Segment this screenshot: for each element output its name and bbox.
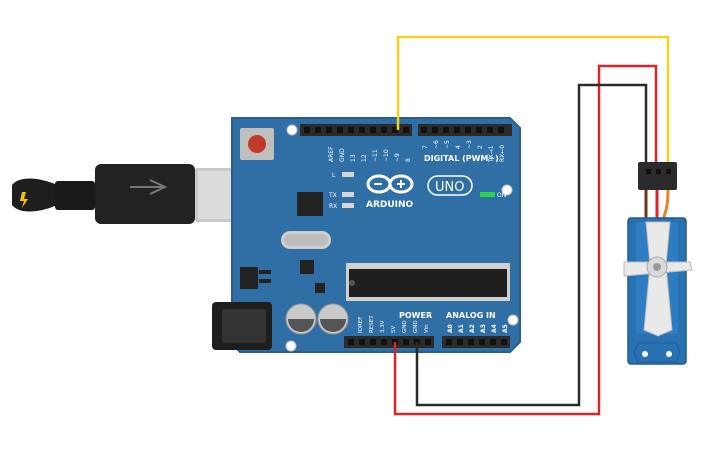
pin-label: 7 bbox=[422, 145, 429, 149]
pin-label: 12 bbox=[361, 154, 368, 162]
led-tx bbox=[342, 192, 354, 197]
pin-label: ~5 bbox=[444, 140, 451, 149]
reset-button[interactable] bbox=[240, 128, 274, 160]
mounting-hole bbox=[501, 184, 513, 196]
ground-wire[interactable] bbox=[415, 83, 648, 407]
mounting-hole bbox=[285, 340, 297, 352]
small-chip bbox=[300, 260, 314, 274]
servo-connector bbox=[638, 162, 677, 190]
power-wire[interactable] bbox=[393, 64, 658, 416]
usb-icon bbox=[130, 179, 168, 195]
pin-label: ~11 bbox=[372, 149, 379, 162]
servo-horn[interactable] bbox=[623, 221, 693, 337]
servo-motor[interactable] bbox=[623, 162, 693, 365]
power-header-label: POWER bbox=[399, 311, 432, 320]
pin-label: 5V bbox=[391, 326, 397, 333]
mounting-hole bbox=[507, 314, 519, 326]
pin-label: GND bbox=[339, 148, 346, 162]
mounting-hole bbox=[286, 124, 298, 136]
model-label: UNO bbox=[435, 180, 464, 195]
analog-pin-header[interactable] bbox=[442, 336, 510, 348]
pin-label: A5 bbox=[502, 324, 509, 333]
brand-label: ARDUINO bbox=[366, 200, 414, 210]
analog-pin-labels: A0 A1 A2 A3 A4 A5 bbox=[447, 324, 509, 333]
pin-label: AREF bbox=[328, 146, 335, 162]
usb-cable[interactable] bbox=[12, 164, 247, 224]
pin-label: ~10 bbox=[383, 149, 390, 162]
model-badge bbox=[427, 175, 473, 196]
pin-label: TX→1 bbox=[488, 145, 495, 163]
pin-label: A4 bbox=[491, 324, 498, 333]
arduino-board[interactable]: AREF GND 13 12 ~11 ~10 ~9 8 7 ~6 ~5 4 ~3… bbox=[212, 117, 521, 353]
pin-label: A3 bbox=[480, 324, 487, 333]
arduino-logo bbox=[366, 174, 414, 194]
digital-pin-header[interactable] bbox=[300, 124, 512, 136]
dc-power-jack[interactable] bbox=[212, 302, 272, 350]
signal-wire[interactable] bbox=[396, 35, 670, 175]
crystal bbox=[281, 231, 331, 249]
pin-label: 4 bbox=[455, 145, 462, 149]
analog-header-label: ANALOG IN bbox=[446, 311, 496, 320]
pin-label: GND bbox=[413, 320, 419, 333]
pin-label: A1 bbox=[458, 324, 465, 333]
pin-label: 2 bbox=[477, 145, 484, 149]
led-rx bbox=[342, 203, 354, 208]
pin-label: ~6 bbox=[433, 140, 440, 149]
capacitor bbox=[317, 303, 349, 335]
status-leds: L TX RX bbox=[328, 172, 354, 210]
pin-label: A2 bbox=[469, 324, 476, 333]
pin-label: RESET bbox=[369, 315, 375, 333]
led-label: RX bbox=[329, 203, 337, 210]
small-chip bbox=[315, 283, 325, 293]
pin-label: 13 bbox=[350, 154, 357, 162]
pin-label: 8 bbox=[405, 158, 412, 162]
pin-label: IOREF bbox=[358, 317, 364, 333]
led-label: L bbox=[332, 172, 336, 179]
power-led: ON bbox=[480, 192, 506, 199]
digital-header-label: DIGITAL (PWM~) bbox=[424, 154, 499, 163]
lightning-icon bbox=[20, 192, 28, 208]
microcontroller-chip bbox=[346, 263, 510, 301]
pin-label: A0 bbox=[447, 324, 454, 333]
capacitor bbox=[285, 303, 317, 335]
power-pin-labels: IOREF RESET 3.3V 5V GND GND Vin bbox=[358, 315, 430, 333]
pin-label: Vin bbox=[424, 324, 430, 333]
voltage-regulator bbox=[240, 267, 271, 289]
pin-label: ~3 bbox=[466, 140, 473, 149]
led-l bbox=[342, 172, 354, 177]
svg-text:ON: ON bbox=[497, 192, 506, 199]
power-pin-header[interactable] bbox=[344, 336, 434, 348]
pin-label: ~9 bbox=[394, 153, 401, 162]
pin-label: GND bbox=[402, 320, 408, 333]
led-label: TX bbox=[328, 192, 337, 199]
usb-chip bbox=[297, 192, 323, 216]
pin-label: RX←0 bbox=[499, 145, 506, 162]
digital-pin-labels: AREF GND 13 12 ~11 ~10 ~9 8 7 ~6 ~5 4 ~3… bbox=[328, 140, 506, 163]
pin-label: 3.3V bbox=[380, 320, 386, 333]
